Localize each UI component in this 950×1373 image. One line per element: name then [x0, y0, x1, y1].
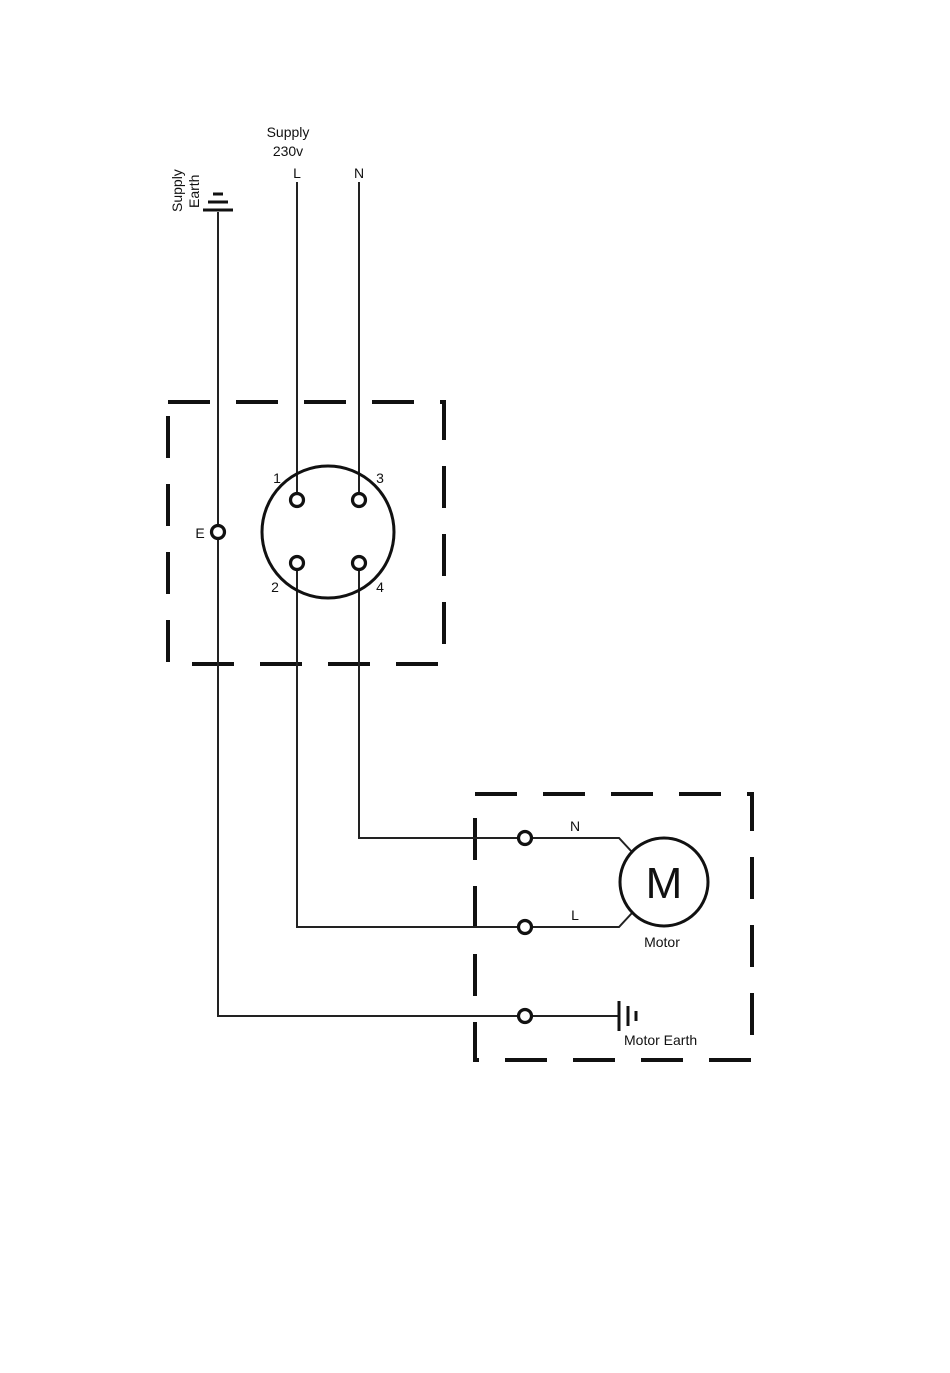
terminal-4-label: 4: [376, 579, 384, 595]
motor-symbol: M: [646, 859, 683, 908]
motor-earth-label: Motor Earth: [624, 1032, 697, 1048]
motor-live-terminal: [519, 921, 532, 934]
motor-label: Motor: [644, 934, 680, 950]
motor-neutral-lead: [525, 838, 632, 852]
switch-terminal-1: [291, 494, 304, 507]
switch-body: [262, 466, 394, 598]
supply-earth-label: Supply Earth: [169, 169, 202, 212]
supply-neutral-label: N: [354, 165, 364, 181]
switch-terminal-4: [353, 557, 366, 570]
motor-neutral-label: N: [570, 818, 580, 834]
motor-earth-terminal: [519, 1010, 532, 1023]
supply-title: Supply: [267, 124, 310, 140]
terminal-1-label: 1: [273, 470, 281, 486]
supply-earth-label-line1: Supply: [169, 169, 185, 212]
motor-live-label: L: [571, 907, 579, 923]
supply-voltage: 230v: [273, 143, 303, 159]
terminal-2-label: 2: [271, 579, 279, 595]
motor-earth-icon: [619, 1001, 636, 1031]
supply-earth-label-line2: Earth: [186, 175, 202, 208]
supply-earth-icon: [203, 194, 233, 210]
switch-terminal-2: [291, 557, 304, 570]
motor-neutral-terminal: [519, 832, 532, 845]
supply-live-label: L: [293, 165, 301, 181]
earth-terminal-label: E: [195, 525, 204, 541]
switch-earth-terminal: [212, 526, 225, 539]
earth-wire: [218, 212, 525, 1016]
switch-terminal-3: [353, 494, 366, 507]
terminal-3-label: 3: [376, 470, 384, 486]
live-motor-wire: [297, 563, 525, 927]
switch-enclosure: [168, 402, 444, 664]
